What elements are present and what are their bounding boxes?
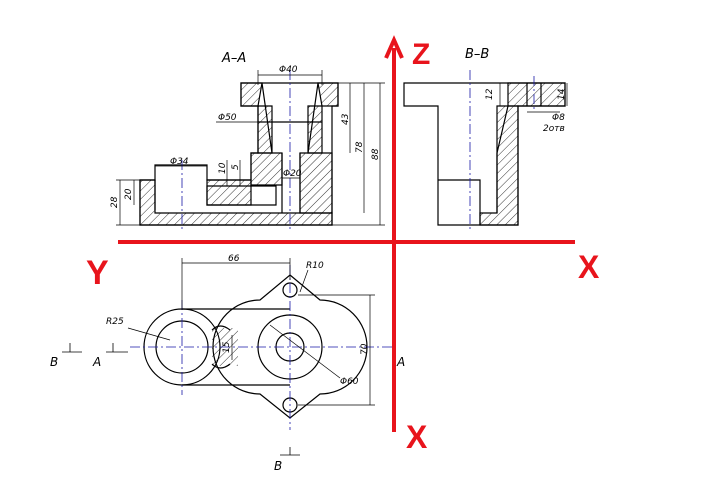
dim-12: 12 — [485, 88, 495, 100]
bb-outline — [403, 82, 566, 226]
dim-70: 70 — [360, 343, 370, 355]
label-b-left: B — [50, 355, 58, 369]
label-a-left: A — [92, 355, 101, 369]
dim-10: 10 — [218, 162, 228, 174]
bb-centerlines — [469, 70, 535, 232]
dim-holes: 2отв — [543, 124, 565, 134]
bb-inner — [438, 105, 509, 225]
axis-label-y: Y — [86, 254, 109, 292]
labels: A–A B–B A A B B Φ40 Φ50 Φ34 Φ20 10 5 20 … — [50, 38, 600, 473]
plan-boss-inner — [155, 320, 209, 374]
dim-28: 28 — [110, 196, 120, 208]
aa-outline — [139, 82, 339, 226]
section-arrows — [69, 343, 291, 455]
aa-dimension-lines — [116, 70, 385, 226]
bb-dimension-lines — [499, 83, 568, 113]
dim-5: 5 — [231, 164, 241, 170]
dim-14: 14 — [557, 88, 567, 100]
aa-hatch-boss — [206, 179, 252, 206]
label-b-bottom: B — [274, 459, 282, 473]
aa-hatch-flange-left — [240, 82, 263, 107]
aa-bore-taper — [261, 82, 319, 154]
aa-hatch-wall-right — [307, 105, 323, 154]
axis-label-x-bottom: X — [406, 419, 428, 455]
dim-43: 43 — [341, 113, 351, 125]
label-section-aa: A–A — [221, 51, 246, 66]
dim-d60: Φ60 — [340, 377, 359, 387]
dim-66: 66 — [228, 254, 240, 264]
aa-bore-lines — [281, 153, 301, 213]
dim-d20: Φ20 — [283, 169, 302, 179]
section-view-aa — [139, 82, 339, 226]
bb-hatch-wall — [479, 105, 519, 226]
aa-pocket — [154, 180, 277, 210]
aa-centerlines — [181, 70, 291, 232]
z-axis-arrow — [384, 35, 404, 59]
coordinate-axes — [118, 35, 575, 432]
axis-label-z: Z — [412, 38, 430, 71]
dim-r10: R10 — [306, 261, 324, 271]
plan-centerlines — [130, 265, 395, 430]
plan-view — [143, 274, 368, 419]
label-a-right: A — [396, 355, 405, 369]
dim-d34: Φ34 — [170, 157, 189, 167]
label-section-bb: B–B — [465, 47, 489, 62]
aa-hatch-mid-right — [299, 152, 333, 214]
aa-hatch-mid-left — [250, 152, 283, 186]
plan-rib — [182, 308, 290, 386]
plan-dimension-lines — [62, 258, 375, 456]
dim-20: 20 — [124, 188, 134, 200]
axis-label-x-right: X — [578, 249, 600, 285]
section-view-bb — [403, 82, 566, 226]
aa-hatch-wall-left — [257, 105, 273, 154]
dim-r25: R25 — [106, 317, 124, 327]
dim-d40: Φ40 — [279, 65, 298, 75]
dim-78: 78 — [355, 141, 365, 153]
dim-d8: Φ8 — [552, 113, 565, 123]
dim-d50: Φ50 — [218, 113, 237, 123]
aa-hatch-flange-right — [317, 82, 339, 107]
dim-88: 88 — [371, 148, 381, 160]
dim-15: 15 — [222, 341, 232, 353]
